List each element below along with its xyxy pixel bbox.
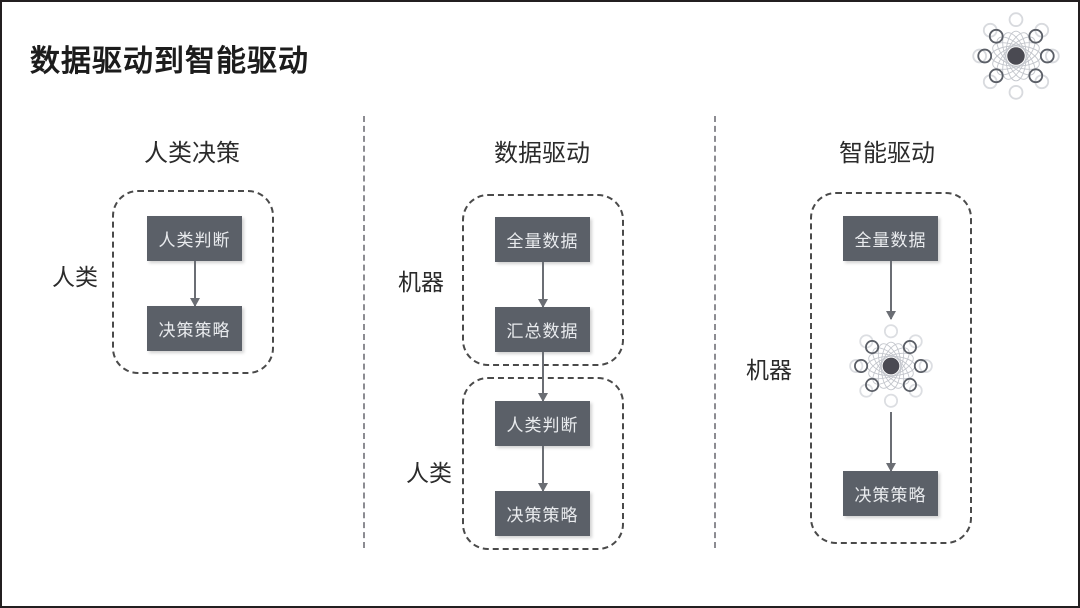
arrow-c2-judgement-to-strategy: [538, 446, 548, 492]
arrow-c3-ai-to-strategy: [886, 412, 896, 472]
column-header-human-decision: 人类决策: [144, 140, 240, 167]
arrow-c2-fulldata-to-summary: [538, 262, 548, 308]
node-human-judgement-c2[interactable]: 人类判断: [495, 401, 590, 446]
page-title: 数据驱动到智能驱动: [30, 45, 309, 78]
node-full-data-c3[interactable]: 全量数据: [843, 216, 938, 261]
ai-atom-icon: [847, 322, 935, 410]
arrow-c3-fulldata-to-ai: [886, 261, 896, 320]
arrow-c1-judgement-to-strategy: [190, 261, 200, 307]
group-box-human-c1: [112, 190, 274, 374]
column-divider-1: [363, 116, 365, 548]
side-label-human-c2: 人类: [406, 460, 452, 486]
group-box-machine-c3: [810, 192, 972, 544]
node-decision-strategy-c3[interactable]: 决策策略: [843, 471, 938, 516]
arrow-c2-summary-to-judgement: [538, 352, 548, 402]
node-decision-strategy-c1[interactable]: 决策策略: [147, 306, 242, 351]
column-header-data-driven: 数据驱动: [494, 140, 590, 167]
side-label-machine-c2: 机器: [398, 269, 444, 295]
node-summary-data-c2[interactable]: 汇总数据: [495, 307, 590, 352]
node-decision-strategy-c2[interactable]: 决策策略: [495, 491, 590, 536]
atom-network-logo: [970, 10, 1062, 102]
side-label-human-c1: 人类: [52, 264, 98, 290]
node-human-judgement-c1[interactable]: 人类判断: [147, 216, 242, 261]
column-divider-2: [714, 116, 716, 548]
node-full-data-c2[interactable]: 全量数据: [495, 217, 590, 262]
side-label-machine-c3: 机器: [746, 357, 792, 383]
column-header-intelligence-driven: 智能驱动: [839, 140, 935, 167]
